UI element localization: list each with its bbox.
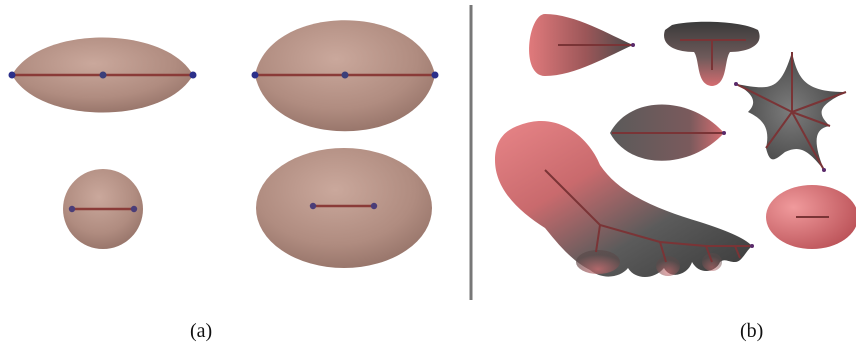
shape-sphere	[63, 169, 143, 249]
shape-lens-gradient	[610, 105, 726, 161]
caption-panel-b: (b)	[740, 320, 763, 343]
shape-teardrop	[529, 14, 635, 76]
shape-egg	[766, 185, 856, 249]
shape-star	[734, 52, 846, 172]
shape-t-junction	[664, 22, 760, 86]
shape-lens-small	[9, 38, 197, 113]
caption-panel-a: (a)	[190, 320, 212, 343]
shape-ellipsoid	[256, 148, 432, 268]
panel-b	[495, 14, 856, 277]
shape-lens-large	[252, 20, 439, 131]
panel-a	[9, 20, 439, 268]
